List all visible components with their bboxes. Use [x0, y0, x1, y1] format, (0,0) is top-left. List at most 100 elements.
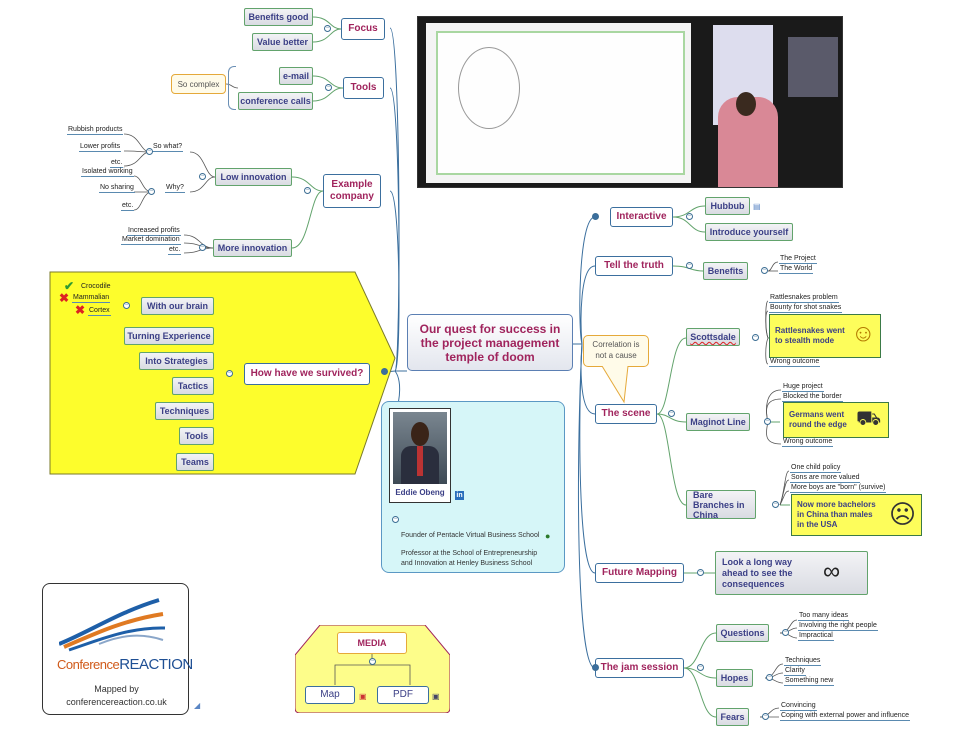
linkedin-icon[interactable]: in [455, 491, 464, 500]
so-what-item[interactable]: etc. [110, 159, 124, 168]
collapse-toggle[interactable]: − [686, 262, 693, 269]
collapse-toggle[interactable]: − [764, 418, 771, 425]
media-pdf[interactable]: PDF [377, 686, 429, 704]
media-title[interactable]: MEDIA [337, 632, 407, 654]
collapse-toggle[interactable]: − [369, 658, 376, 665]
more-item[interactable]: Increased profits [127, 227, 181, 236]
collapse-toggle[interactable]: − [752, 334, 759, 341]
questions-item[interactable]: Involving the right people [798, 622, 878, 631]
low-why[interactable]: Why? [165, 184, 185, 193]
resize-icon[interactable]: ◢ [194, 701, 201, 710]
collapse-toggle[interactable] [592, 213, 599, 220]
scottsdale-item[interactable]: Wrong outcome [769, 358, 821, 367]
fears-item[interactable]: Coping with external power and influence [780, 712, 911, 721]
maginot-note[interactable]: Germans went round the edge [783, 402, 889, 438]
media-map[interactable]: Map [305, 686, 355, 704]
jam-questions[interactable]: Questions [716, 624, 769, 642]
hopes-item[interactable]: Clarity [784, 667, 806, 676]
collapse-toggle[interactable]: − [392, 516, 399, 523]
collapse-toggle[interactable]: − [325, 84, 332, 91]
survived-with-our-brain[interactable]: With our brain [141, 297, 214, 315]
collapse-toggle[interactable]: − [686, 213, 693, 220]
china-item[interactable]: More boys are "born" (survive) [790, 484, 887, 493]
maginot-item[interactable]: Wrong outcome [782, 438, 834, 447]
maginot-item[interactable]: Huge project [782, 383, 824, 392]
china-item[interactable]: Sons are more valued [790, 474, 861, 483]
branch-focus[interactable]: Focus [341, 18, 385, 40]
pdf-file-icon[interactable]: ▣ [432, 692, 440, 701]
tools-conference-calls[interactable]: conference calls [238, 92, 313, 110]
fears-item[interactable]: Convincing [780, 702, 817, 711]
scene-maginot-line[interactable]: Maginot Line [686, 413, 750, 431]
questions-item[interactable]: Too many ideas [798, 612, 850, 621]
branch-tell-the-truth[interactable]: Tell the truth [595, 256, 673, 276]
maginot-item[interactable]: Blocked the border [782, 393, 843, 402]
truth-the-world[interactable]: The World [779, 265, 814, 274]
collapse-toggle[interactable]: − [123, 302, 130, 309]
future-note[interactable]: Look a long way ahead to see the consequ… [715, 551, 868, 595]
globe-icon[interactable]: ● [545, 531, 551, 541]
branch-the-jam-session[interactable]: The jam session [595, 658, 684, 678]
map-file-icon[interactable]: ▣ [359, 692, 367, 701]
truth-the-project[interactable]: The Project [779, 255, 817, 264]
focus-benefits-good[interactable]: Benefits good [244, 8, 313, 26]
survived-turning-experience[interactable]: Turning Experience [124, 327, 214, 345]
survived-teams[interactable]: Teams [176, 453, 214, 471]
branch-interactive[interactable]: Interactive [610, 207, 673, 227]
low-innovation[interactable]: Low innovation [215, 168, 292, 186]
focus-value-better[interactable]: Value better [252, 33, 313, 51]
truth-benefits[interactable]: Benefits [703, 262, 748, 280]
brain-cortex[interactable]: Cortex [88, 307, 111, 316]
attachment-icon[interactable]: ▤ [753, 202, 761, 211]
so-what-item[interactable]: Lower profits [79, 143, 122, 152]
collapse-toggle[interactable]: − [324, 25, 331, 32]
survived-into-strategies[interactable]: Into Strategies [139, 352, 214, 370]
hopes-item[interactable]: Techniques [784, 657, 822, 666]
more-item[interactable]: Market domination [121, 236, 181, 245]
collapse-toggle[interactable]: − [226, 370, 233, 377]
jam-hopes[interactable]: Hopes [716, 669, 753, 687]
collapse-toggle[interactable]: − [199, 173, 206, 180]
more-innovation[interactable]: More innovation [213, 239, 292, 257]
central-topic[interactable]: Our quest for success in the project man… [407, 314, 573, 371]
scottsdale-note[interactable]: Rattlesnakes went to stealth mode [769, 314, 881, 358]
branch-example-company[interactable]: Example company [323, 174, 381, 208]
collapse-toggle[interactable]: − [304, 187, 311, 194]
interactive-hubbub[interactable]: Hubbub [705, 197, 750, 215]
branch-tools[interactable]: Tools [343, 77, 384, 99]
so-what-item[interactable]: Rubbish products [67, 126, 124, 135]
more-item[interactable]: etc. [168, 246, 182, 255]
collapse-toggle[interactable]: − [762, 713, 769, 720]
collapse-toggle[interactable]: − [772, 501, 779, 508]
collapse-toggle[interactable] [592, 664, 599, 671]
hopes-item[interactable]: Something new [784, 677, 835, 686]
brain-crocodile[interactable]: Crocodile [81, 283, 111, 290]
interactive-introduce-yourself[interactable]: Introduce yourself [705, 223, 793, 241]
scottsdale-item[interactable]: Rattlesnakes problem [769, 294, 839, 303]
collapse-toggle[interactable]: − [766, 674, 773, 681]
china-note[interactable]: Now more bachelors in China than males i… [791, 494, 922, 536]
brain-mammalian[interactable]: Mammalian [72, 294, 111, 303]
tools-email[interactable]: e-mail [279, 67, 313, 85]
questions-item[interactable]: Impractical [798, 632, 834, 641]
collapse-toggle[interactable]: − [697, 664, 704, 671]
collapse-toggle[interactable]: − [782, 629, 789, 636]
collapse-toggle[interactable]: − [697, 569, 704, 576]
branch-future-mapping[interactable]: Future Mapping [595, 563, 684, 583]
survived-tactics[interactable]: Tactics [172, 377, 214, 395]
collapse-toggle[interactable]: − [148, 188, 155, 195]
why-item[interactable]: Isolated working [81, 168, 134, 177]
why-item[interactable]: No sharing [99, 184, 135, 193]
jam-fears[interactable]: Fears [716, 708, 749, 726]
branch-how-have-we-survived[interactable]: How have we survived? [244, 363, 370, 385]
collapse-toggle[interactable]: − [199, 244, 206, 251]
low-so-what[interactable]: So what? [152, 143, 184, 152]
collapse-toggle[interactable]: − [761, 267, 768, 274]
survived-techniques[interactable]: Techniques [155, 402, 214, 420]
survived-tools[interactable]: Tools [179, 427, 214, 445]
collapse-toggle[interactable] [381, 368, 388, 375]
collapse-toggle[interactable]: − [146, 148, 153, 155]
conference-reaction-logo[interactable]: ConferenceREACTION Mapped by conferencer… [42, 583, 193, 715]
scene-bare-branches[interactable]: Bare Branches in China [686, 490, 756, 520]
branch-the-scene[interactable]: The scene [595, 404, 657, 424]
